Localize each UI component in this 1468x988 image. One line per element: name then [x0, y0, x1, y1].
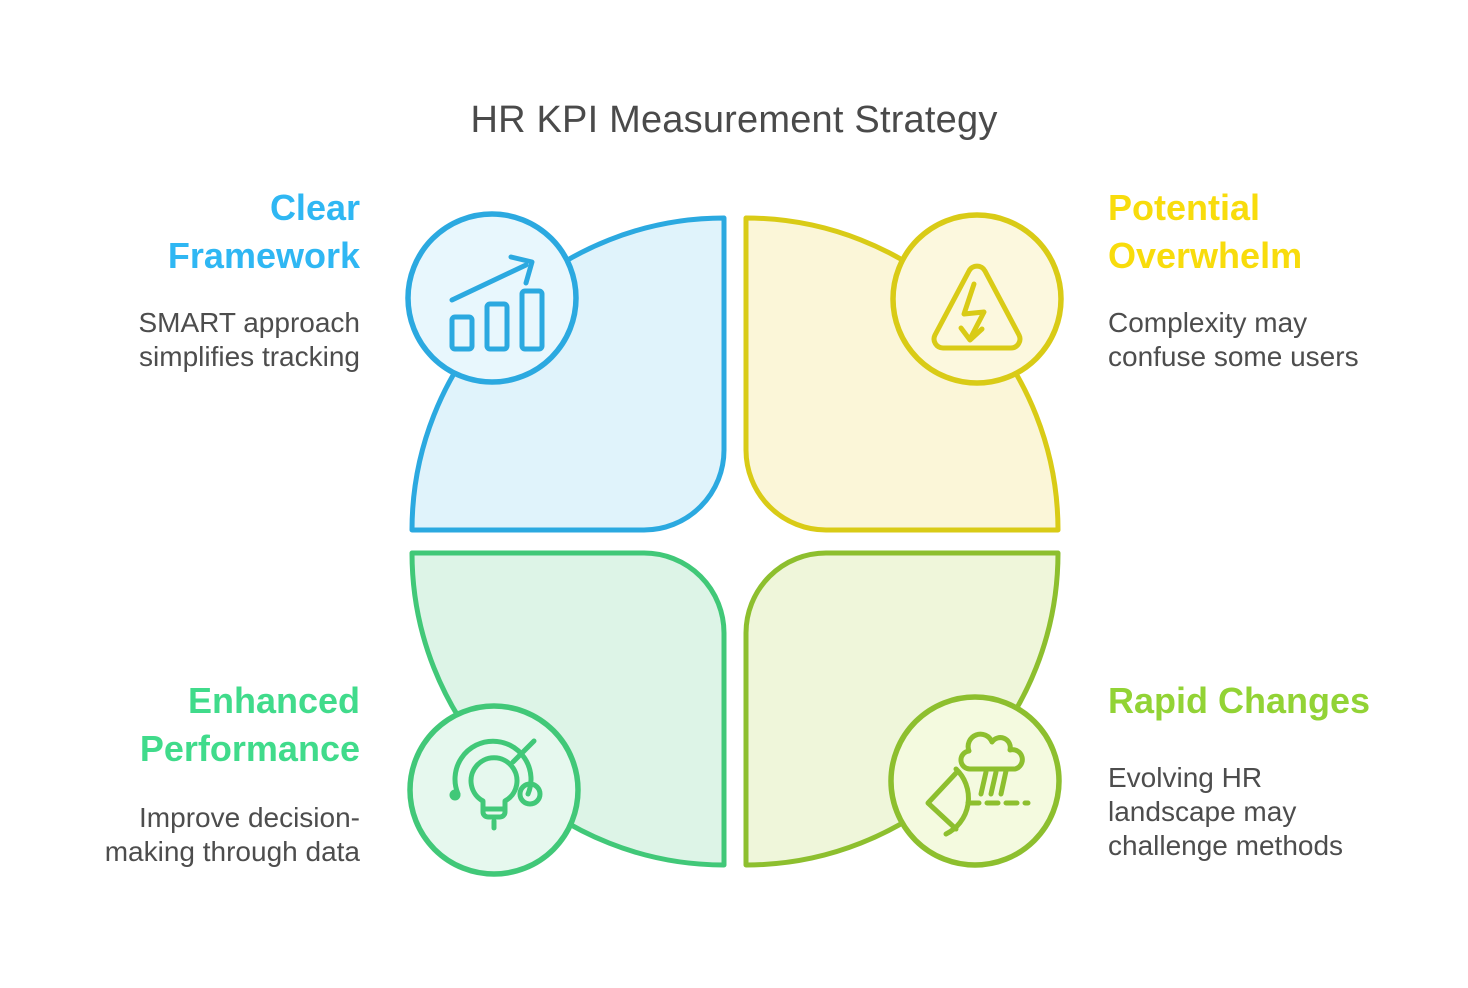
quadrant-label: Clear Framework [167, 187, 360, 276]
quadrant-shape-enhanced-performance [409, 550, 727, 868]
quadrant-label: Rapid Changes [1108, 680, 1371, 721]
bar-chart-growth-icon [405, 211, 579, 385]
quadrant-text-potential-overwhelm: Potential Overwhelm Complexity may confu… [1108, 184, 1453, 374]
icon-circle [405, 211, 579, 385]
quadrant-label: Enhanced Performance [139, 680, 360, 769]
quadrant-description: SMART approach simplifies tracking [138, 307, 360, 372]
quadrant-text-enhanced-performance: Enhanced Performance Improve decision- m… [20, 677, 360, 869]
quadrant-label: Potential Overwhelm [1108, 187, 1303, 276]
wind-change-icon [888, 694, 1062, 868]
high-voltage-warning-icon [890, 212, 1064, 386]
quadrant-text-rapid-changes: Rapid Changes Evolving HR landscape may … [1108, 677, 1458, 863]
icon-circle [407, 703, 581, 877]
quadrant-description: Improve decision- making through data [104, 802, 360, 867]
quadrant-shape-potential-overwhelm [743, 215, 1061, 533]
page-title: HR KPI Measurement Strategy [470, 99, 998, 141]
idea-gauge-icon [407, 703, 581, 877]
icon-circle [890, 212, 1064, 386]
quadrant-shape-clear-framework [409, 215, 727, 533]
quadrant-description: Evolving HR landscape may challenge meth… [1108, 762, 1344, 861]
icon-circle [888, 694, 1062, 868]
quadrant-shape-rapid-changes [743, 550, 1061, 868]
quadrant-description: Complexity may confuse some users [1108, 307, 1359, 372]
quadrant-text-clear-framework: Clear Framework SMART approach simplifie… [20, 184, 360, 374]
